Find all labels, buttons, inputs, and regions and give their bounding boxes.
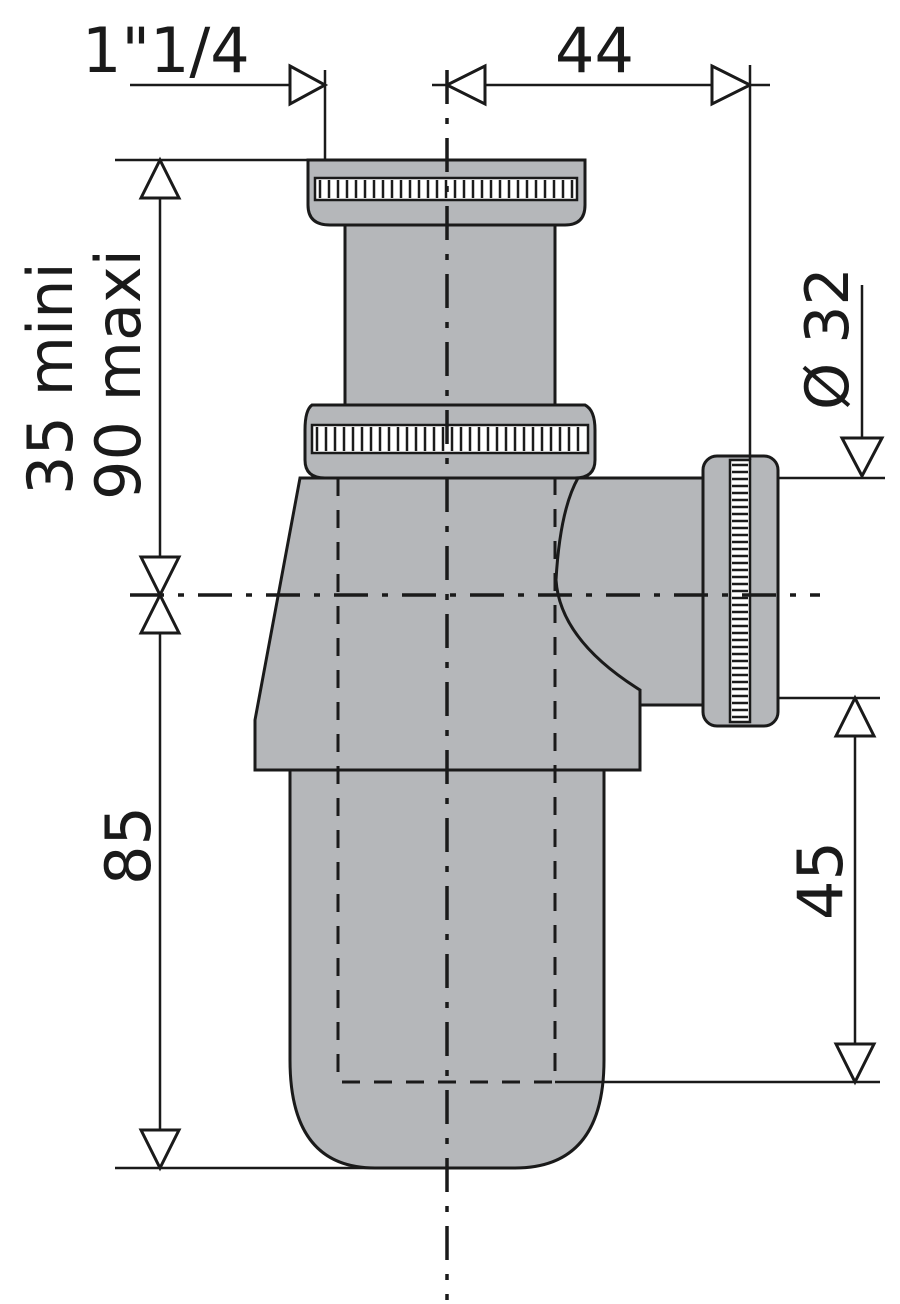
outlet-diameter-label: Ø 32 [793,267,863,410]
dimension-lines [115,63,885,1172]
inlet-tube [343,223,557,412]
inner-tube-hidden [336,478,557,1084]
adjust-max-label: 90 maxi [82,249,155,500]
outlet-offset-label: 44 [555,14,634,87]
trap-height-label: 85 [92,806,165,885]
knurl-ticks [315,180,748,719]
trap-body [253,158,780,1170]
outlet-branch [554,476,707,707]
thread-size-label: 1"1/4 [82,14,250,87]
adjust-min-label: 35 mini [14,262,87,495]
outlet-height-label: 45 [784,841,857,920]
